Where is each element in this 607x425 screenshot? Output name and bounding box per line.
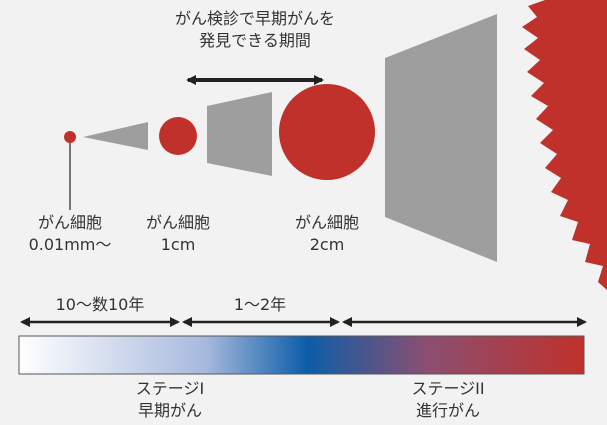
stage-1-label: ステージI 早期がん [110,378,230,422]
advanced-tumor-shape [522,0,607,290]
growth-cone-3 [385,14,497,262]
stage-2-label-line1: ステージII [411,379,485,398]
cancer-cell-1cm [159,117,197,155]
growth-cone-2 [207,92,272,176]
detection-window-label-line2: 発見できる期間 [199,31,311,50]
stage-2-label-line2: 進行がん [415,401,480,420]
cell-label-1cm: がん細胞 1cm [128,212,228,256]
stage-1-label-line1: ステージI [135,379,205,398]
cell-label-tiny-name: がん細胞 [37,213,102,232]
stage-2-label: ステージII 進行がん [388,378,508,422]
cell-label-2cm-size: 2cm [309,235,345,254]
cancer-cell-2cm [279,84,375,180]
detection-window-label: がん検診で早期がんを 発見できる期間 [130,8,380,52]
timeline-label-1: 10〜数10年 [55,295,145,314]
stage-gradient-bar [18,335,585,375]
timeline-label-2: 1〜2年 [233,295,287,314]
cell-label-1cm-name: がん細胞 [145,213,210,232]
cell-label-tiny-size: 0.01mm〜 [28,235,112,254]
cell-label-tiny: がん細胞 0.01mm〜 [0,212,140,256]
stage-1-label-line2: 早期がん [137,401,202,420]
cell-label-2cm-name: がん細胞 [294,213,359,232]
cell-label-1cm-size: 1cm [160,235,196,254]
cancer-cell-tiny [64,131,76,143]
detection-window-label-line1: がん検診で早期がんを [174,9,335,28]
growth-cone-1 [83,122,148,150]
cell-label-2cm: がん細胞 2cm [277,212,377,256]
